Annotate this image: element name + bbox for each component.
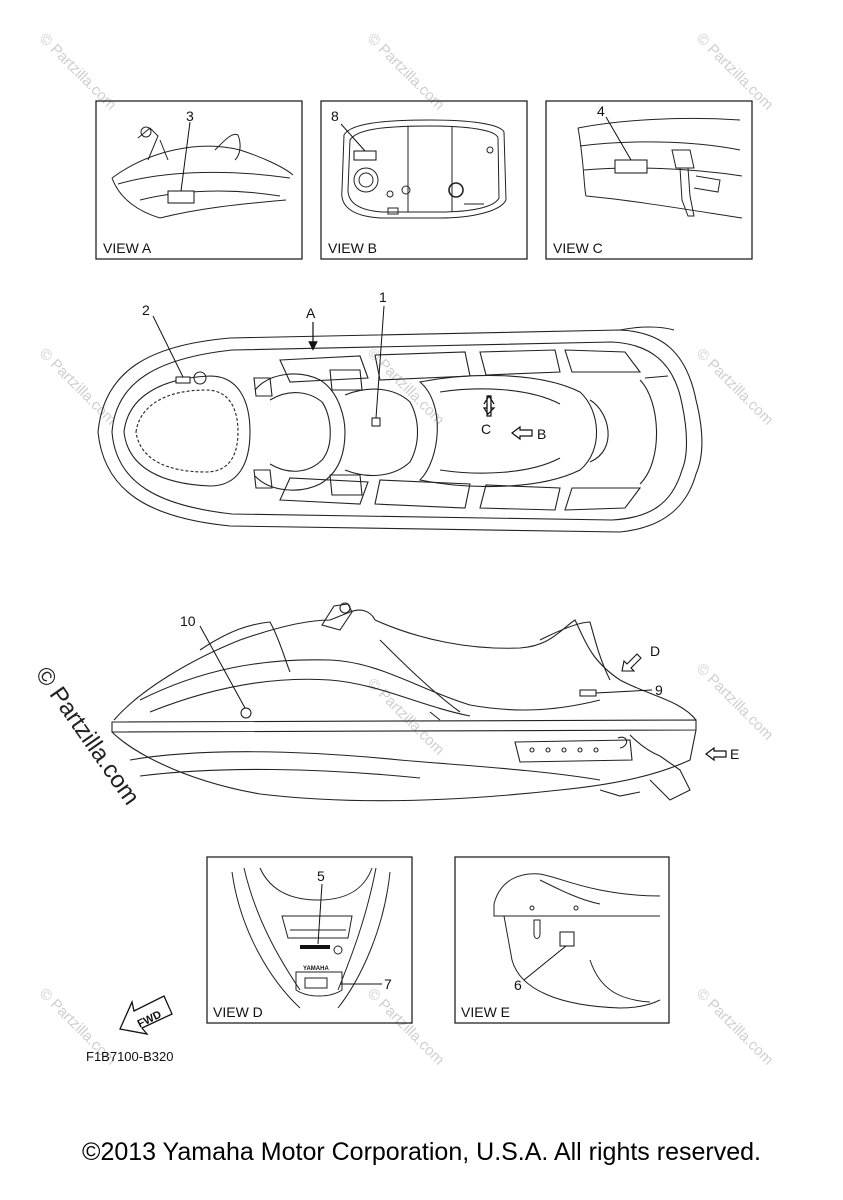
view-b-label: VIEW B <box>328 240 377 256</box>
side-view-drawing: 10 9 D E <box>111 602 739 802</box>
callout-10: 10 <box>180 613 196 629</box>
callout-3: 3 <box>186 108 194 124</box>
brand-label: YAMAHA <box>303 966 329 972</box>
callout-4: 4 <box>597 103 605 119</box>
callout-1: 1 <box>379 289 387 305</box>
view-a-panel: 3 VIEW A <box>95 100 303 260</box>
fwd-arrow: FWD <box>119 995 173 1035</box>
callout-9: 9 <box>655 682 663 698</box>
callout-5: 5 <box>317 868 325 884</box>
callout-7: 7 <box>384 976 392 992</box>
view-b-panel: 8 VIEW B <box>320 100 528 260</box>
arrow-letter-d: D <box>650 643 660 659</box>
view-c-label: VIEW C <box>553 240 603 256</box>
view-e-label: VIEW E <box>461 1004 510 1020</box>
callout-8: 8 <box>331 108 339 124</box>
copyright-notice: ©2013 Yamaha Motor Corporation, U.S.A. A… <box>82 1138 761 1166</box>
top-view-drawing: 2 1 A C B <box>97 289 703 533</box>
arrow-letter-c: C <box>481 421 491 437</box>
arrow-letter-b: B <box>537 426 546 442</box>
figure-code: F1B7100-B320 <box>86 1049 174 1064</box>
view-d-panel: YAMAHA 5 7 VIEW D <box>206 856 413 1024</box>
view-d-label: VIEW D <box>213 1004 263 1020</box>
callout-6: 6 <box>514 977 522 993</box>
arrow-letter-a: A <box>306 305 316 321</box>
view-c-panel: 4 VIEW C <box>545 100 753 260</box>
view-a-label: VIEW A <box>103 240 152 256</box>
arrow-letter-e: E <box>730 746 739 762</box>
view-e-panel: 6 VIEW E <box>454 856 670 1024</box>
callout-2: 2 <box>142 302 150 318</box>
